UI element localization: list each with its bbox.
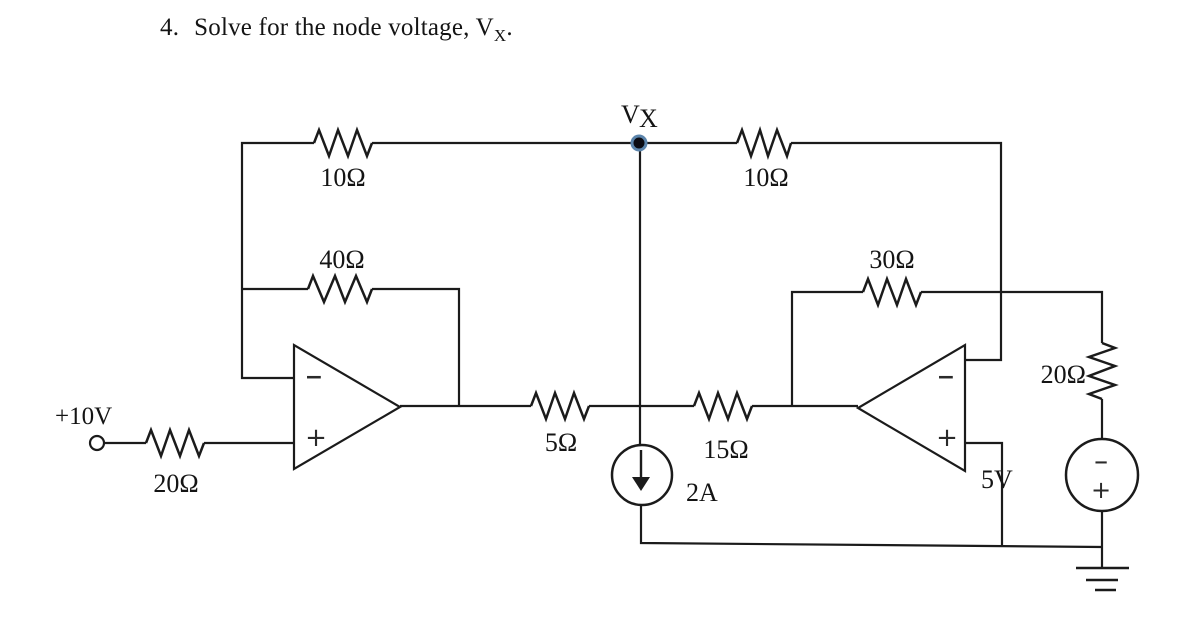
label-source-2a: 2A	[686, 478, 718, 507]
opamp-left-triangle	[292, 343, 403, 471]
resistor-15ohm	[692, 389, 754, 423]
resistor-30ohm-feedback	[861, 275, 923, 309]
problem-text-period: .	[506, 14, 513, 41]
resistor-5ohm	[529, 389, 591, 423]
opamp-left-plus-sign: +	[305, 423, 327, 453]
opamp-left-minus-sign: −	[305, 365, 323, 390]
current-source-circle	[610, 443, 674, 507]
wire-top-left-loop	[240, 141, 314, 380]
resistor-40ohm-feedback	[306, 272, 374, 306]
opamp-right-minus-sign: −	[937, 365, 955, 390]
voltage-source-circle	[1064, 437, 1140, 513]
problem-text-subscript: X	[493, 26, 507, 45]
label-node-vx-sub: X	[639, 104, 658, 133]
label-resistor-30ohm: 30Ω	[869, 245, 914, 274]
wire-bottom-bus	[639, 505, 1103, 549]
label-resistor-20ohm-input: 20Ω	[153, 469, 198, 498]
current-source-arrowhead-icon	[632, 477, 650, 491]
wire-30ohm-to-right-column	[921, 290, 1104, 343]
label-resistor-10ohm-top-right: 10Ω	[743, 163, 788, 192]
opamp-right-triangle	[855, 343, 967, 473]
label-resistor-40ohm: 40Ω	[319, 245, 364, 274]
label-resistor-15ohm: 15Ω	[703, 435, 748, 464]
node-vx-dot	[630, 134, 648, 152]
resistor-10ohm-top-left	[312, 126, 374, 160]
ground-icon	[1076, 566, 1129, 592]
problem-text: Solve for the node voltage, V	[194, 14, 494, 41]
problem-title: 4. Solve for the node voltage, VX.	[160, 14, 513, 45]
label-resistor-10ohm-top-left: 10Ω	[320, 163, 365, 192]
opamp-right-plus-sign: +	[936, 423, 958, 453]
resistor-20ohm-input	[144, 426, 206, 460]
wire-opamp-right-plus-to-bus	[965, 441, 1004, 547]
label-node-vx: V	[621, 100, 640, 129]
problem-number: 4.	[160, 14, 180, 41]
wire-top-right-loop	[791, 141, 1003, 362]
voltage-source-minus-sign: −	[1093, 452, 1108, 473]
label-source-5v: 5V	[981, 465, 1013, 494]
wire-30ohm-feedback	[790, 290, 863, 406]
input-terminal-circle	[88, 434, 106, 452]
wire-40ohm-feedback-down	[372, 287, 461, 406]
resistor-20ohm-right-vertical	[1085, 341, 1119, 401]
label-source-10v: +10V	[55, 403, 112, 430]
label-resistor-20ohm-right: 20Ω	[1041, 360, 1086, 389]
resistor-10ohm-top-right	[735, 125, 793, 161]
voltage-source-plus-sign: +	[1091, 476, 1111, 504]
label-resistor-5ohm: 5Ω	[545, 428, 577, 457]
